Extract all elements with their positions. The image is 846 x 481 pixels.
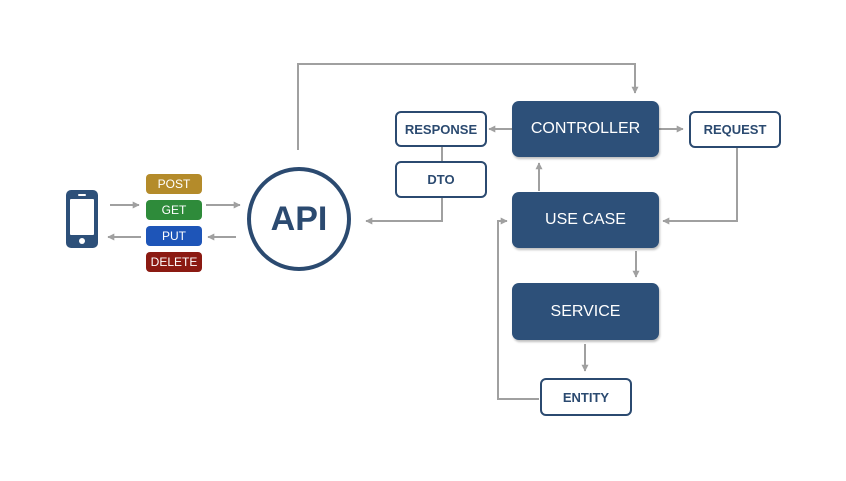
dto-node: DTO xyxy=(395,161,487,198)
request-node: REQUEST xyxy=(689,111,781,148)
arrow-api-to-controller xyxy=(297,63,639,150)
arrow-request-to-usecase xyxy=(662,148,738,225)
method-post-badge: POST xyxy=(146,174,202,194)
use-case-node: USE CASE xyxy=(512,192,659,248)
response-node: RESPONSE xyxy=(395,111,487,147)
smartphone-icon xyxy=(66,190,98,248)
method-put-badge: PUT xyxy=(146,226,202,246)
arrow-dto-to-api xyxy=(365,198,443,225)
controller-node: CONTROLLER xyxy=(512,101,659,157)
arrow-entity-to-usecase xyxy=(497,217,539,400)
method-get-badge: GET xyxy=(146,200,202,220)
api-node: API xyxy=(247,167,351,271)
service-node: SERVICE xyxy=(512,283,659,340)
method-delete-badge: DELETE xyxy=(146,252,202,272)
entity-node: ENTITY xyxy=(540,378,632,416)
